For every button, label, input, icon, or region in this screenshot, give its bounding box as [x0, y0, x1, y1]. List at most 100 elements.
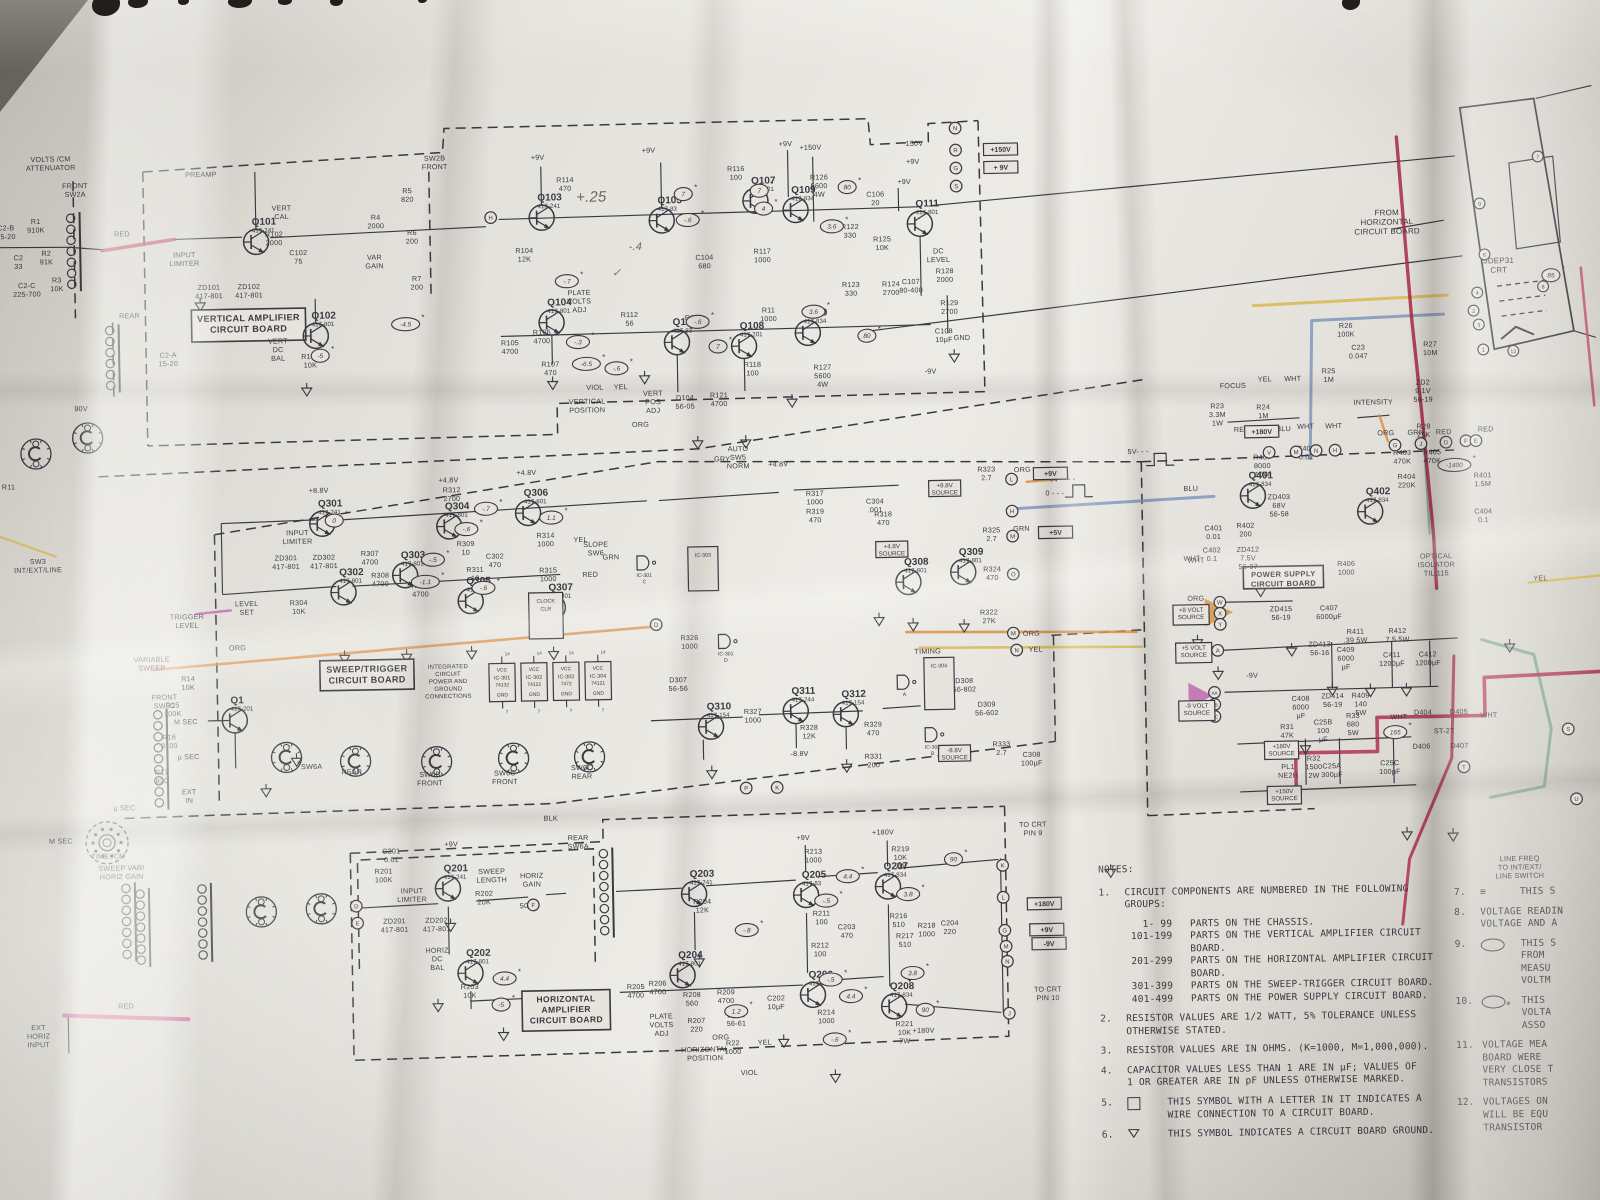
- ground-symbol: [1401, 826, 1414, 841]
- component-label: C4010.01: [1204, 523, 1222, 541]
- note-item: 1.CIRCUIT COMPONENTS ARE NUMBERED IN THE…: [1098, 882, 1409, 911]
- component-label: D10456-05: [675, 393, 695, 411]
- component-label: D404: [1414, 707, 1432, 716]
- svg-text:IC-303: IC-303: [558, 674, 574, 680]
- component-label: GRN: [603, 552, 620, 561]
- svg-text:417-801: 417-801: [547, 308, 570, 315]
- svg-text:SOURCE: SOURCE: [1271, 795, 1298, 802]
- voltage-callout: -.3*: [565, 331, 595, 350]
- svg-text:*: *: [518, 967, 521, 976]
- terminal-N: N: [1309, 444, 1323, 457]
- svg-text:VERTICAL AMPLIFIER: VERTICAL AMPLIFIER: [197, 312, 300, 324]
- svg-text:417-834: 417-834: [791, 195, 814, 202]
- svg-text:417-801: 417-801: [916, 209, 939, 216]
- svg-text:*: *: [630, 357, 633, 366]
- ground-symbol: [840, 759, 853, 774]
- voltage-callout: -5*: [310, 345, 334, 363]
- ic-box: IC-304: [923, 656, 956, 711]
- svg-text:G: G: [1393, 443, 1398, 449]
- svg-text:-8.8V: -8.8V: [947, 747, 963, 754]
- component-label: C10780-400: [899, 277, 923, 295]
- pencil-annotation: +.25: [576, 188, 607, 206]
- ground-symbol: [907, 617, 920, 632]
- component-label: D30956-602: [975, 699, 999, 717]
- terminal-N: N: [1010, 643, 1024, 657]
- circuit-line: [616, 887, 683, 893]
- component-label: R1064700: [533, 328, 551, 346]
- component-label: R12756004W: [813, 362, 831, 389]
- component-label: C25C100µF: [1379, 758, 1401, 776]
- svg-text:+150V: +150V: [1275, 788, 1294, 795]
- svg-text:SOURCE: SOURCE: [931, 489, 958, 496]
- voltage-callout: -.6*: [454, 518, 483, 537]
- svg-text:14: 14: [569, 650, 575, 655]
- component-label: R2131000: [804, 847, 822, 865]
- voltage-callout: 165*: [1383, 721, 1412, 740]
- svg-text:*: *: [864, 985, 867, 994]
- terminal-Y: Y: [1213, 617, 1227, 631]
- contact-column: [598, 847, 615, 938]
- component-label: LINE FREQTO INT/EXT/LINE SWITCH: [1495, 853, 1544, 880]
- component-label: REARSW6A: [567, 833, 588, 851]
- note-item: 4.CAPACITOR VALUES LESS THAN 1 ARE IN µF…: [1100, 1061, 1418, 1089]
- svg-text:SOURCE: SOURCE: [1181, 652, 1208, 659]
- waveform-glyph: [1146, 452, 1175, 467]
- component-label: -8.8V: [790, 749, 808, 758]
- svg-text:*: *: [421, 313, 424, 322]
- svg-text:74122: 74122: [527, 682, 541, 688]
- svg-text:D: D: [1444, 440, 1449, 446]
- ground-symbol: [300, 383, 313, 398]
- svg-text:IC-301: IC-301: [925, 744, 941, 750]
- svg-text:IC-303: IC-303: [695, 553, 711, 559]
- svg-text:F: F: [1464, 439, 1468, 445]
- component-label: R4061000: [1337, 559, 1355, 577]
- component-label: HORIZONTALPOSITION: [681, 1044, 729, 1062]
- component-label: WHT: [1284, 374, 1302, 383]
- svg-text:V: V: [1267, 451, 1271, 457]
- svg-text:*: *: [858, 176, 861, 185]
- component-label: FRONTSW6C: [151, 692, 177, 710]
- torn-edge-bit: [278, 0, 292, 5]
- circuit-line: [676, 355, 679, 393]
- component-label: YEL: [1533, 573, 1547, 582]
- terminal-L: L: [996, 890, 1010, 904]
- component-label: R3151000: [539, 565, 557, 583]
- ground-symbol: [948, 349, 961, 364]
- component-label: RED: [582, 570, 598, 579]
- svg-text:*: *: [441, 571, 444, 580]
- svg-text:7472: 7472: [561, 681, 572, 687]
- circuit-line: [705, 879, 796, 887]
- svg-text:K: K: [775, 786, 779, 792]
- circuit-line: [220, 523, 224, 595]
- voltage-callout: 7*: [673, 183, 697, 202]
- svg-text:-9V: -9V: [1044, 941, 1055, 948]
- svg-text:+180V: +180V: [1272, 743, 1291, 750]
- measured-voltage-symbol: [1481, 995, 1506, 1009]
- svg-text:+9V: +9V: [1044, 471, 1057, 478]
- component-label: R107470: [541, 359, 559, 377]
- ic-box: IC-303: [687, 545, 720, 592]
- component-label: INPUTLIMITER: [282, 528, 312, 546]
- svg-text:7: 7: [757, 188, 761, 195]
- component-label: SWEEP VAR/HORIZ GAIN: [98, 863, 144, 881]
- svg-text:165: 165: [1390, 729, 1401, 736]
- voltage-box: +5V: [1037, 525, 1074, 540]
- component-label: ZD41356-16: [1308, 639, 1331, 657]
- svg-text:D: D: [654, 623, 659, 629]
- svg-text:7: 7: [602, 708, 605, 713]
- svg-text:*: *: [345, 509, 348, 518]
- ground-symbol: [497, 1027, 510, 1042]
- component-label: R336805W: [1346, 711, 1360, 737]
- component-label: R42000: [367, 213, 384, 231]
- component-label: R251M: [1322, 366, 1336, 384]
- svg-text:-.7: -.7: [482, 506, 490, 513]
- component-label: R1910K: [27, 217, 45, 235]
- svg-text:+ 9V: + 9V: [993, 165, 1008, 172]
- svg-text:-.6: -.6: [480, 585, 488, 592]
